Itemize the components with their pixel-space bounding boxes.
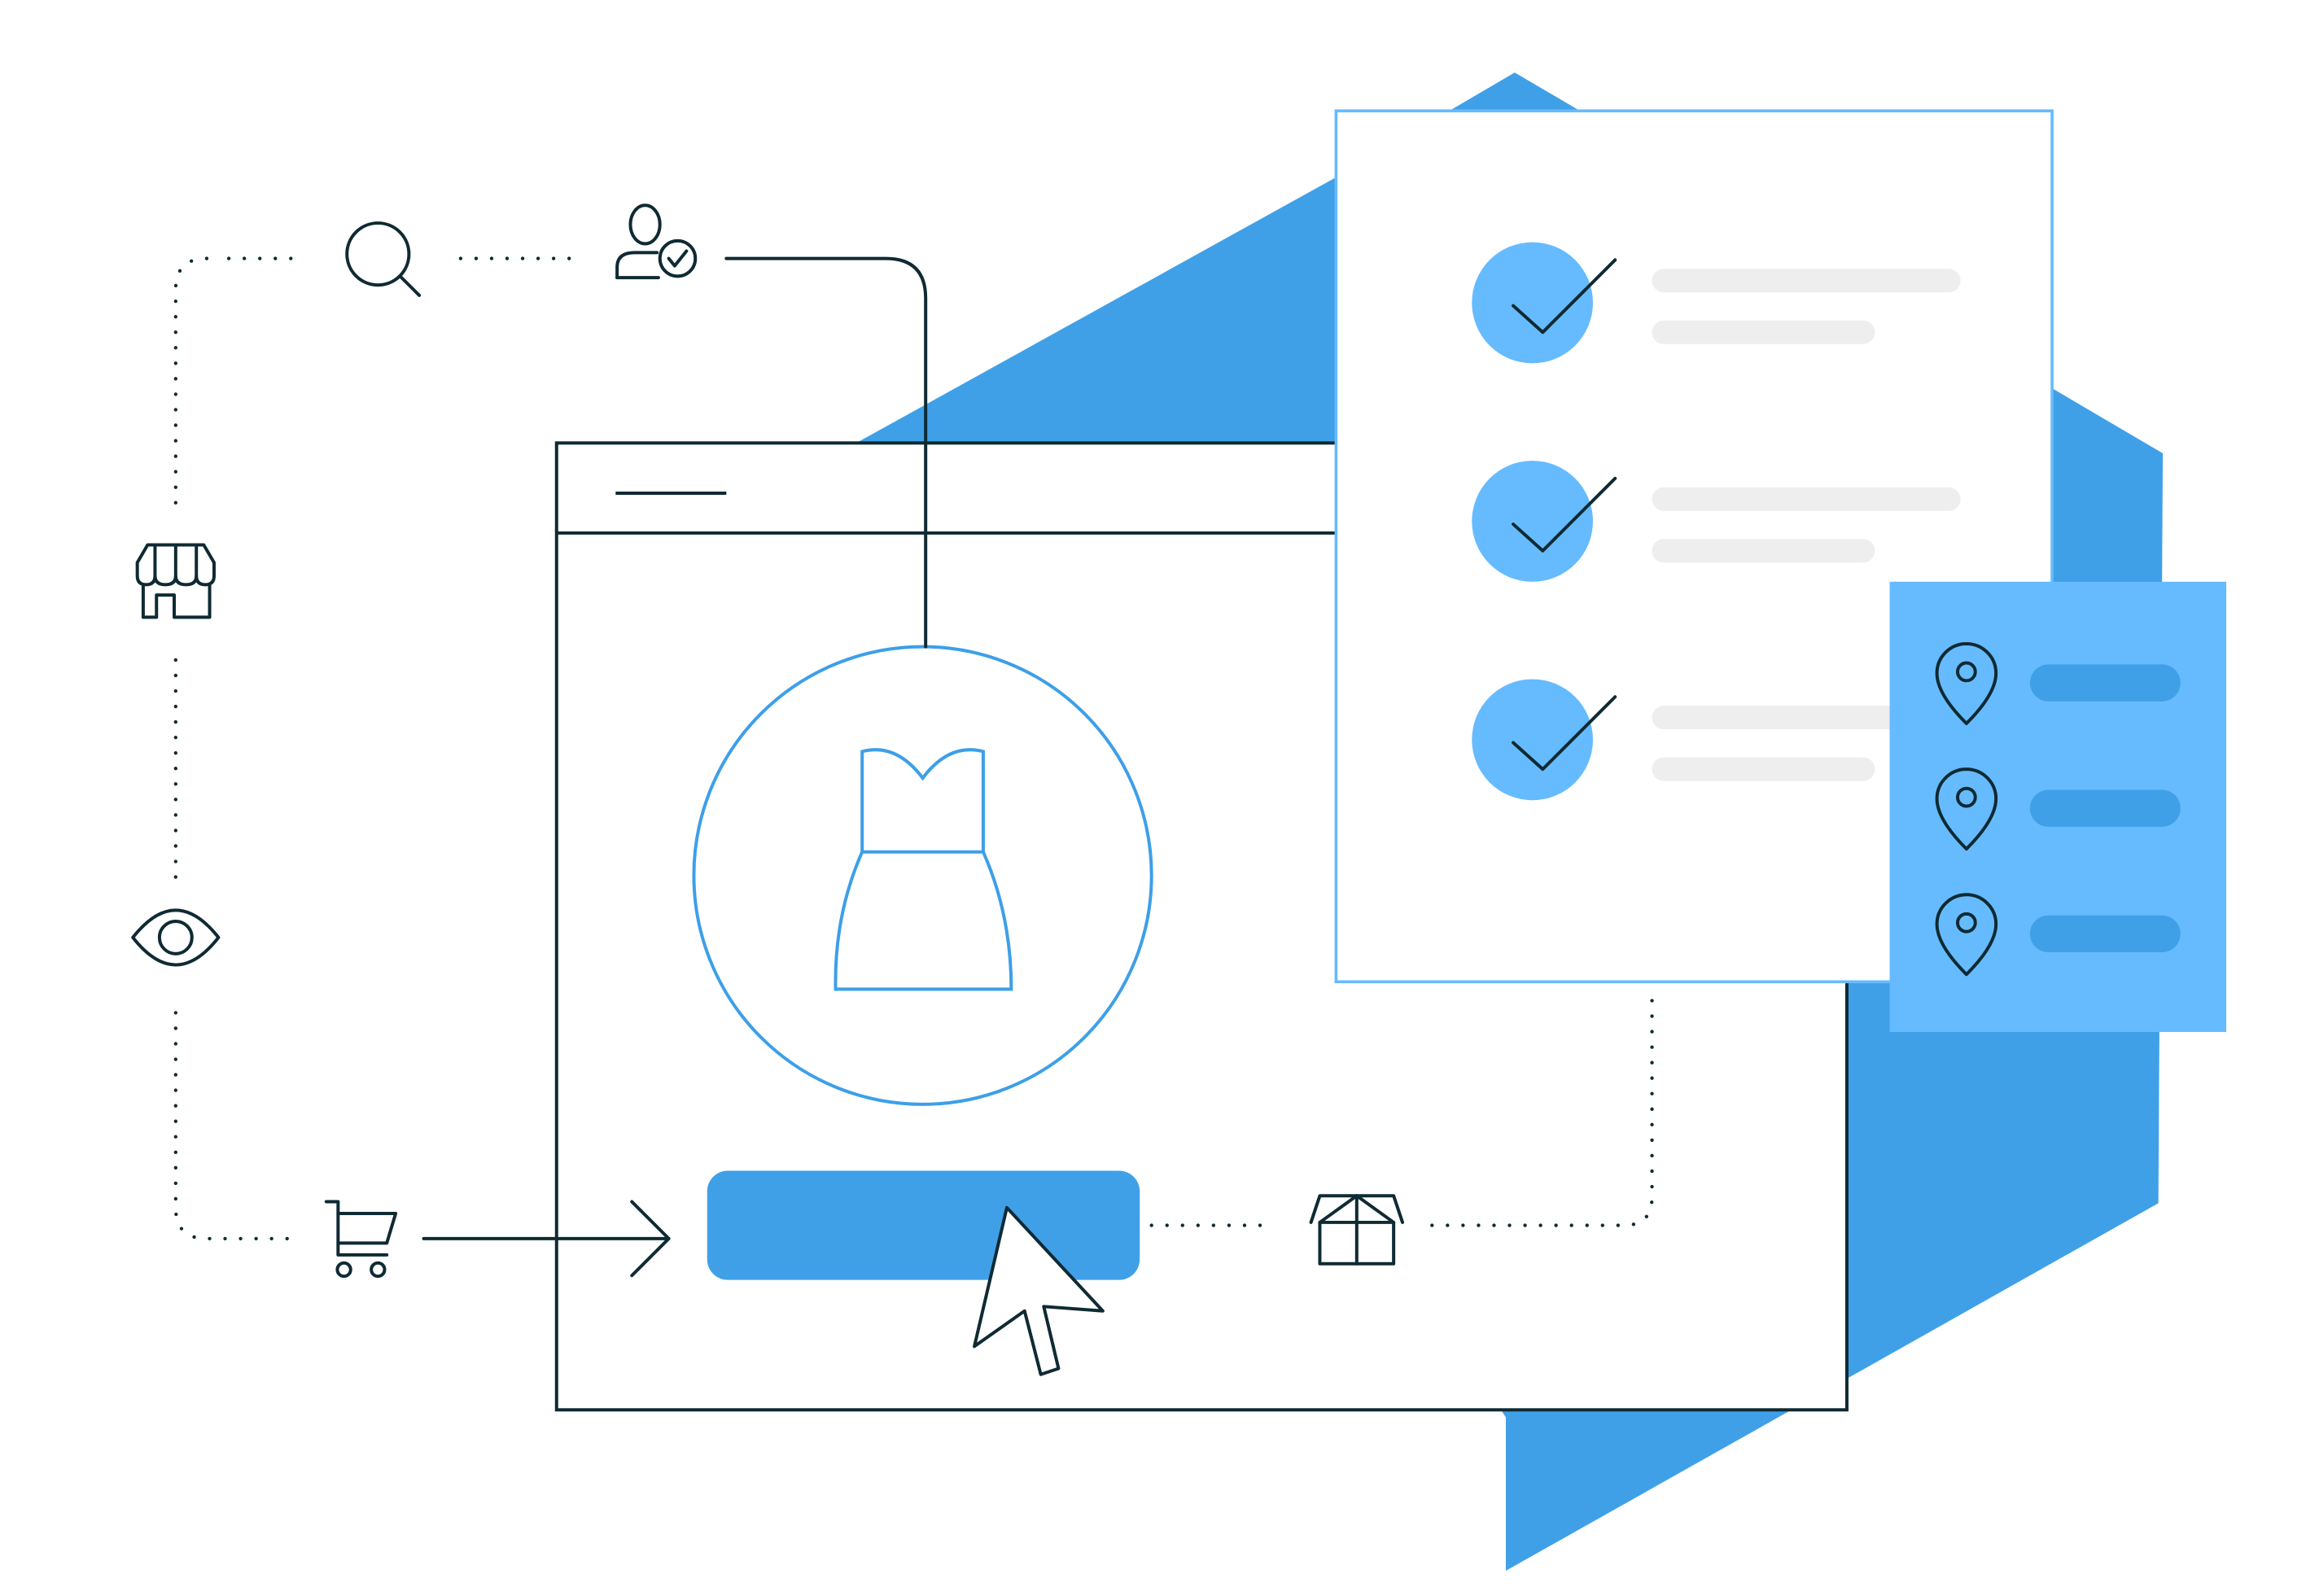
search-icon: [345, 221, 422, 297]
checkmark-icon: [1512, 695, 1617, 772]
location-label-bar: [2029, 789, 2181, 827]
checkmark-circle-icon: [1472, 461, 1593, 582]
placeholder-line-short: [1652, 757, 1875, 781]
checklist-item: [1472, 242, 1961, 364]
product-circle: [692, 645, 1153, 1106]
checkmark-circle-icon: [1472, 242, 1593, 364]
location-item: [1935, 767, 2181, 851]
product-display: [692, 645, 1153, 1106]
checklist-item: [1472, 679, 1961, 801]
eye-icon: [131, 908, 221, 967]
location-label-bar: [2029, 915, 2181, 953]
location-label-bar: [2029, 664, 2181, 702]
placeholder-line-long: [1652, 487, 1961, 511]
buy-button[interactable]: [707, 1170, 1140, 1280]
checklist-item: [1472, 461, 1961, 582]
map-pin-dot: [1955, 786, 1977, 808]
location-item: [1935, 642, 2181, 725]
storefront-icon: [135, 543, 216, 619]
placeholder-line-short: [1652, 320, 1875, 344]
user-verified-icon: [615, 203, 698, 280]
dress-icon: [834, 748, 1013, 991]
map-pin-dot: [1955, 661, 1977, 683]
placeholder-line-short: [1652, 539, 1875, 563]
journey-dotted-path: [173, 256, 1654, 1241]
map-pin-icon: [1935, 893, 1998, 977]
location-item: [1935, 893, 2181, 977]
placeholder-line-long: [1652, 269, 1961, 293]
map-pin-icon: [1935, 767, 1998, 851]
package-icon: [1309, 1194, 1405, 1266]
map-pin-icon: [1935, 642, 1998, 725]
map-pin-dot: [1955, 912, 1977, 934]
checkmark-icon: [1512, 476, 1617, 553]
locations-card: [1889, 581, 2227, 1032]
user-to-product-connector: [724, 256, 928, 649]
arrow-icon: [422, 1200, 671, 1278]
placeholder-line-long: [1652, 706, 1961, 730]
checkmark-circle-icon: [1472, 679, 1593, 801]
cart-icon: [324, 1200, 398, 1279]
checkmark-icon: [1512, 258, 1617, 335]
cursor-icon: [973, 1205, 1105, 1376]
